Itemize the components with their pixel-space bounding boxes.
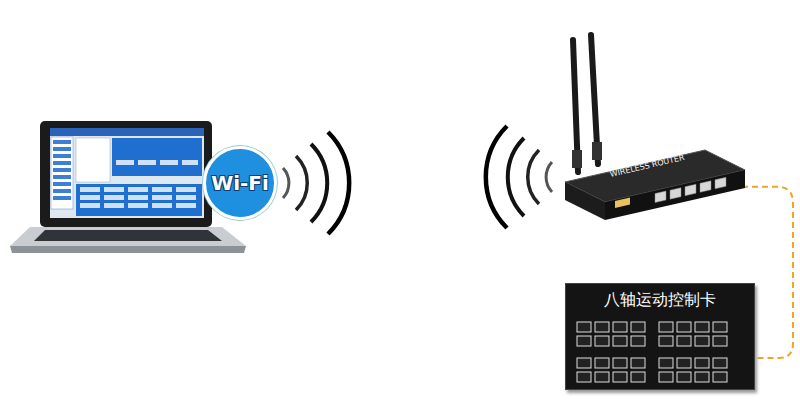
signal-waves xyxy=(486,126,552,228)
wifi-badge: Wi-Fi xyxy=(203,146,277,220)
signal-waves xyxy=(283,132,349,234)
card-title: 八轴运动控制卡 xyxy=(566,284,754,311)
control-card-box: 八轴运动控制卡 xyxy=(565,283,755,390)
router-box: WIRELESS ROUTER xyxy=(560,140,750,225)
wifi-label: Wi-Fi xyxy=(211,171,269,195)
router-body xyxy=(560,140,750,225)
router-antenna xyxy=(572,35,602,172)
